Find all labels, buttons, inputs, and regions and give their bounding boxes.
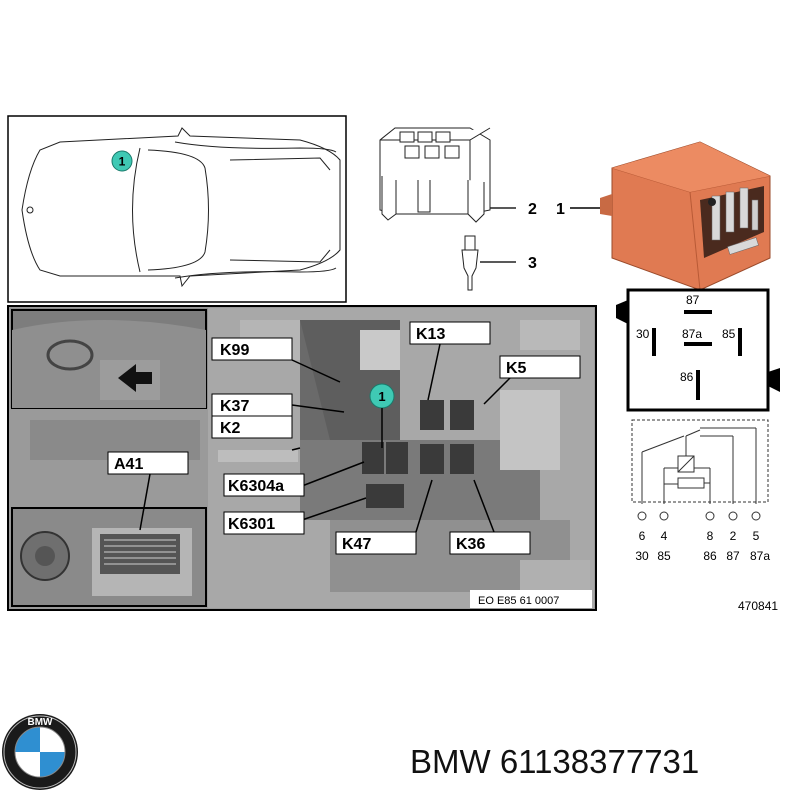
label-k37: K37: [211, 393, 293, 417]
pin-87a: 87a: [682, 327, 702, 341]
terminal-drawing: [461, 235, 516, 291]
label-k99: K99: [211, 337, 293, 361]
label-k47: K47: [335, 531, 417, 555]
photo-reference: EO E85 61 0007: [470, 590, 592, 608]
label-k6301: K6301: [223, 511, 305, 535]
car-outline: [21, 127, 341, 288]
terminal-5: 87a: [750, 549, 770, 563]
schematic-pin-numbers: 6 4 8 2 5: [639, 529, 760, 543]
svg-text:K6301: K6301: [228, 516, 275, 533]
pin-number-5: 5: [753, 529, 760, 543]
leader-lines: [139, 343, 511, 533]
logo-letters: BMW: [28, 717, 54, 728]
pin-85: 85: [722, 327, 736, 341]
svg-text:EO E85 61 0007: EO E85 61 0007: [478, 595, 559, 607]
label-a41: A41: [107, 451, 189, 475]
location-callout-text: 1: [119, 155, 126, 169]
pin-number-2: 4: [661, 529, 668, 543]
relay-photo: [600, 141, 771, 291]
diagram-number: 470841: [738, 599, 778, 613]
svg-text:K36: K36: [456, 536, 485, 553]
schematic-terminals: 30 85 86 87 87a: [635, 549, 770, 563]
location-callout-1: 1: [111, 150, 133, 172]
label-k5: K5: [499, 355, 581, 379]
label-k2: K2: [211, 415, 293, 439]
pin-86: 86: [680, 370, 694, 384]
label-k36: K36: [449, 531, 531, 555]
terminal-1: 30: [635, 549, 649, 563]
interior-inset: [11, 309, 207, 409]
relay-schematic: [631, 419, 769, 521]
socket-drawing: [379, 127, 516, 223]
pin-number-1: 6: [639, 529, 646, 543]
pin-87: 87: [686, 293, 700, 307]
pin-30: 30: [636, 327, 650, 341]
photo-callout-text: 1: [378, 389, 385, 404]
bmw-logo: BMW: [2, 714, 78, 790]
svg-text:K37: K37: [220, 398, 249, 415]
svg-text:K5: K5: [506, 360, 527, 377]
car-location-panel: 1: [7, 115, 347, 303]
label-k13: K13: [409, 321, 491, 345]
part-number: BMW 61138377731: [410, 743, 699, 780]
callout-3: 3: [528, 255, 537, 272]
callout-2: 2: [528, 201, 537, 218]
terminal-4: 87: [726, 549, 740, 563]
svg-text:K6304a: K6304a: [228, 478, 284, 495]
svg-text:K99: K99: [220, 342, 249, 359]
label-k6304a: K6304a: [223, 473, 305, 497]
relay-pin-layout: 87 30 87a 85 86: [616, 288, 780, 412]
svg-text:K47: K47: [342, 536, 371, 553]
terminal-3: 86: [703, 549, 717, 563]
module-inset: [11, 507, 207, 607]
callout-1-relay: 1: [556, 201, 565, 218]
svg-text:K2: K2: [220, 420, 241, 437]
svg-text:K13: K13: [416, 326, 445, 343]
pin-number-4: 2: [730, 529, 737, 543]
svg-text:A41: A41: [114, 456, 143, 473]
arrow-icon: [118, 364, 152, 392]
photo-callout-1: 1: [369, 383, 395, 448]
terminal-2: 85: [657, 549, 671, 563]
pin-number-3: 8: [707, 529, 714, 543]
